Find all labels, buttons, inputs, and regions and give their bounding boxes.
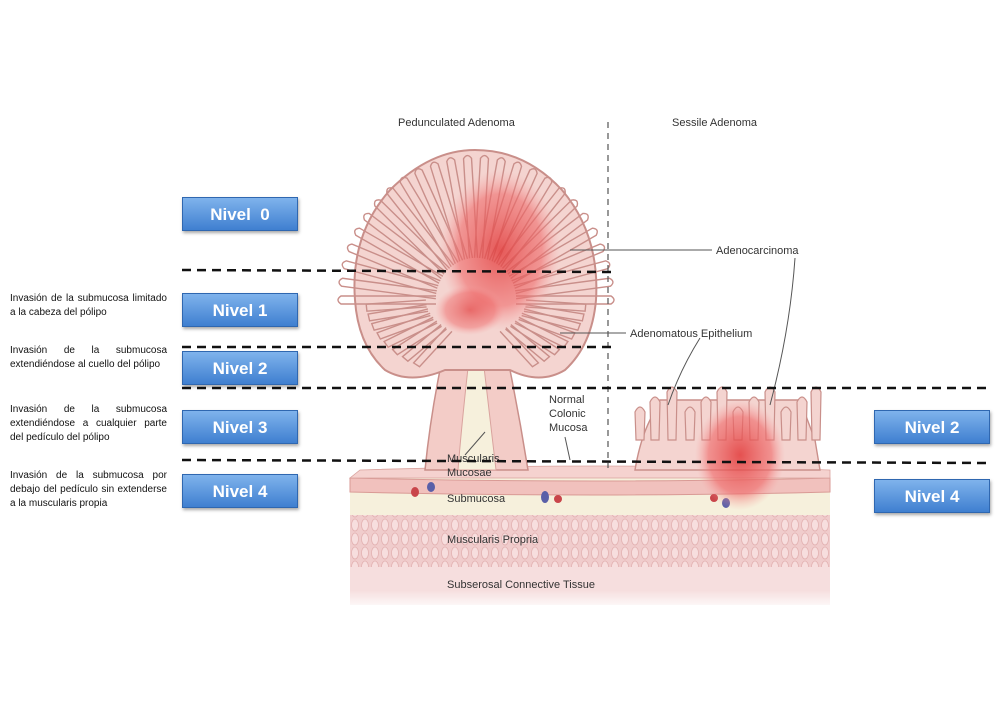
villus bbox=[796, 396, 808, 441]
label-subserosal: Subserosal Connective Tissue bbox=[447, 579, 595, 591]
crypt-fold bbox=[505, 212, 589, 280]
villus bbox=[684, 406, 696, 441]
label-adenomatous-epithelium: Adenomatous Epithelium bbox=[630, 328, 752, 340]
crypt-fold bbox=[412, 327, 453, 368]
title-pedunculated: Pedunculated Adenoma bbox=[398, 117, 516, 129]
crypt-fold bbox=[429, 161, 469, 262]
pedunculated-adenoma bbox=[337, 148, 615, 471]
label-submucosa: Submucosa bbox=[447, 493, 506, 505]
level-line-1 bbox=[181, 268, 613, 274]
label-muscularis-propria: Muscularis Propria bbox=[447, 534, 539, 546]
level-line-4 bbox=[181, 458, 991, 465]
crypt-fold bbox=[505, 323, 551, 363]
label-normal-mucosa-1: Normal bbox=[549, 394, 584, 406]
level-button-right-2[interactable]: Nivel 2 bbox=[874, 410, 990, 444]
crypt-fold bbox=[341, 260, 439, 295]
crypt-fold bbox=[354, 227, 444, 284]
title-sessile: Sessile Adenoma bbox=[672, 117, 758, 129]
crypt-fold bbox=[518, 312, 576, 340]
label-adenocarcinoma: Adenocarcinoma bbox=[716, 245, 799, 257]
crypt-fold bbox=[373, 199, 451, 275]
crypt-fold bbox=[399, 176, 459, 268]
crypt-fold bbox=[508, 227, 598, 284]
villus bbox=[649, 396, 661, 441]
crypt-fold bbox=[499, 327, 540, 368]
crypt-fold bbox=[346, 243, 441, 289]
crypt-fold bbox=[510, 320, 561, 356]
description-level-3: Invasión de la submucosa extendiéndose a… bbox=[10, 404, 167, 443]
description-level-2: Invasión de la submucosa extendiéndose a… bbox=[10, 345, 167, 370]
level-button-2[interactable]: Nivel 2 bbox=[182, 351, 298, 385]
crypt-fold bbox=[414, 168, 464, 264]
level-button-right-4[interactable]: Nivel 4 bbox=[874, 479, 990, 513]
crypt-fold bbox=[383, 316, 438, 349]
crypt-fold bbox=[473, 154, 490, 259]
crypt-fold bbox=[483, 161, 523, 262]
muscularis-propria-layer bbox=[350, 513, 830, 567]
crypt-fold bbox=[493, 176, 553, 268]
level-button-0[interactable]: Nivel 0 bbox=[182, 197, 298, 231]
crypt-fold bbox=[376, 312, 434, 340]
villus bbox=[780, 406, 792, 441]
crypt-fold bbox=[516, 295, 615, 305]
crypt-fold bbox=[338, 277, 437, 300]
label-muscularis-mucosae-2: Mucosae bbox=[447, 467, 492, 479]
villus bbox=[810, 386, 822, 441]
villus bbox=[634, 406, 646, 441]
crypt-fold bbox=[386, 187, 455, 271]
crypt-fold bbox=[497, 187, 566, 271]
crypt-fold bbox=[446, 157, 474, 260]
label-normal-mucosa-2: Colonic bbox=[549, 408, 586, 420]
description-level-1: Invasión de la submucosa limitado a la c… bbox=[10, 293, 167, 318]
crypt-fold bbox=[501, 199, 579, 275]
crypt-fold bbox=[391, 320, 442, 356]
crypt-fold bbox=[488, 168, 538, 264]
level-button-4[interactable]: Nivel 4 bbox=[182, 474, 298, 508]
crypt-fold bbox=[514, 316, 569, 349]
level-button-1[interactable]: Nivel 1 bbox=[182, 293, 298, 327]
label-normal-mucosa-3: Mucosa bbox=[549, 422, 588, 434]
level-button-3[interactable]: Nivel 3 bbox=[182, 410, 298, 444]
crypt-fold bbox=[515, 277, 614, 300]
crypt-fold bbox=[511, 243, 606, 289]
crypt-fold bbox=[363, 212, 447, 280]
crypt-fold bbox=[462, 154, 479, 259]
crypt-fold bbox=[401, 323, 447, 363]
label-pointers bbox=[464, 249, 796, 461]
crypt-fold bbox=[478, 157, 506, 260]
crypt-fold bbox=[337, 295, 436, 305]
level-lines bbox=[181, 268, 991, 465]
description-level-4: Invasión de la submucosa por debajo del … bbox=[10, 470, 167, 509]
label-muscularis-mucosae-1: Muscularis bbox=[447, 453, 500, 465]
